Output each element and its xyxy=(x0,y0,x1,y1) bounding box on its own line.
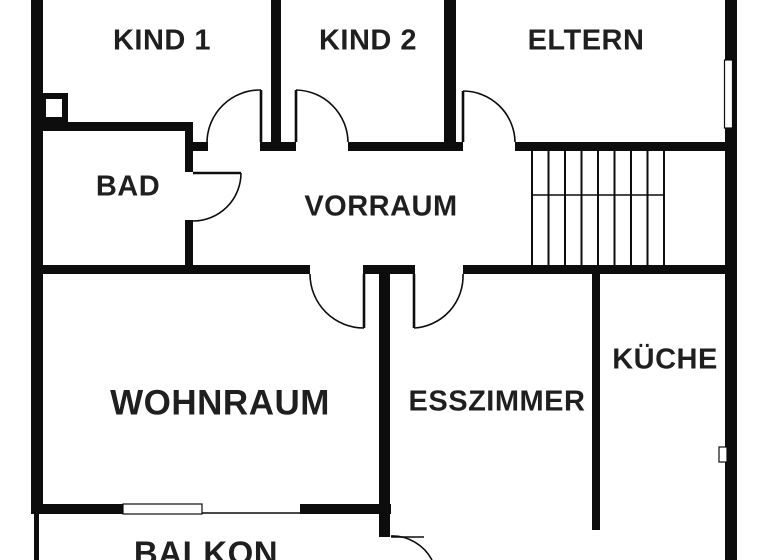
wall-wohnraum-bottom-2 xyxy=(300,504,391,514)
wall-kind1-kind2 xyxy=(271,0,281,150)
room-label-eltern: ELTERN xyxy=(527,24,645,57)
wohnraum-door-swing-arc xyxy=(309,273,365,329)
wall-vorraum-bottom-1 xyxy=(37,265,310,274)
chimney-void xyxy=(46,99,62,117)
wall-wohnraum-esszimmer xyxy=(379,265,390,537)
wall-vorraum-top-4 xyxy=(515,142,726,151)
wall-kind2-eltern xyxy=(444,0,456,151)
chimney-shaft-symbol xyxy=(40,93,68,123)
kind1-door-swing-arc xyxy=(206,89,262,143)
room-label-kind2: KIND 2 xyxy=(318,24,418,57)
wohnraum-window xyxy=(122,503,203,515)
balcony-wall-left xyxy=(34,514,39,560)
eltern-window xyxy=(723,59,734,129)
outer-wall-right xyxy=(725,0,737,560)
wall-bad-top xyxy=(37,122,193,131)
doors xyxy=(192,89,516,560)
staircase-symbol xyxy=(531,151,665,265)
kind2-door-swing-arc xyxy=(295,89,349,143)
wall-vorraum-top-3 xyxy=(348,142,463,151)
wall-vorraum-top-1 xyxy=(185,142,208,151)
room-label-kueche: KÜCHE xyxy=(612,343,718,376)
bad-door-swing-arc xyxy=(192,172,242,222)
room-label-esszimmer: ESSZIMMER xyxy=(408,385,586,418)
windows xyxy=(122,59,734,515)
room-label-wohnraum: WOHNRAUM xyxy=(110,383,330,423)
wall-wohnraum-bottom-1 xyxy=(37,504,123,514)
eltern-door-swing-arc xyxy=(462,90,516,143)
kueche-window xyxy=(718,446,728,463)
room-label-bad: BAD xyxy=(95,170,161,203)
outer-wall-left xyxy=(31,0,43,514)
room-label-vorraum: VORRAUM xyxy=(304,190,458,223)
balcony-door-swing-arc xyxy=(390,535,433,560)
esszimmer-door-swing-arc xyxy=(413,273,464,329)
room-label-kind1: KIND 1 xyxy=(112,24,212,57)
wall-vorraum-top-2 xyxy=(260,142,296,151)
wall-esszimmer-kueche xyxy=(592,269,600,530)
wall-bad-right-lower xyxy=(185,220,193,272)
room-label-balkon: BALKON xyxy=(133,534,279,560)
walls xyxy=(31,0,737,560)
